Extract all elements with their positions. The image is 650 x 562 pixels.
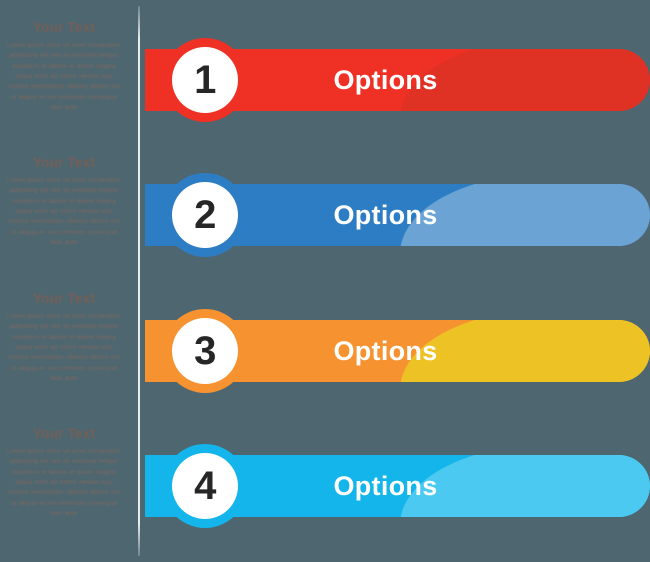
option-badge-1[interactable]: 1: [163, 38, 247, 122]
side-body-4: Lorem ipsum dolor sit amet consectetur a…: [7, 447, 121, 518]
badge-inner-2: 2: [172, 182, 238, 248]
option-row-3[interactable]: Your Text Lorem ipsum dolor sit amet con…: [0, 286, 650, 421]
option-badge-4[interactable]: 4: [163, 444, 247, 528]
option-row-1[interactable]: Your Text Lorem ipsum dolor sit amet con…: [0, 15, 650, 150]
side-title-1: Your Text: [32, 20, 96, 35]
badge-number-4: 4: [194, 464, 216, 508]
side-text-block-1: Your Text Lorem ipsum dolor sit amet con…: [0, 15, 128, 113]
side-text-block-4: Your Text Lorem ipsum dolor sit amet con…: [0, 421, 128, 519]
side-text-block-2: Your Text Lorem ipsum dolor sit amet con…: [0, 150, 128, 248]
badge-number-2: 2: [194, 193, 216, 237]
badge-number-1: 1: [194, 58, 216, 102]
side-body-2: Lorem ipsum dolor sit amet consectetur a…: [7, 176, 121, 247]
option-row-4[interactable]: Your Text Lorem ipsum dolor sit amet con…: [0, 421, 650, 556]
option-badge-3[interactable]: 3: [163, 309, 247, 393]
side-text-block-3: Your Text Lorem ipsum dolor sit amet con…: [0, 286, 128, 384]
badge-inner-1: 1: [172, 47, 238, 113]
side-title-4: Your Text: [32, 426, 96, 441]
side-title-3: Your Text: [32, 291, 96, 306]
option-label-3: Options: [333, 335, 438, 366]
side-title-2: Your Text: [32, 155, 96, 170]
side-body-1: Lorem ipsum dolor sit amet consectetur a…: [7, 41, 121, 112]
option-label-4: Options: [333, 470, 438, 501]
badge-inner-4: 4: [172, 453, 238, 519]
option-badge-2[interactable]: 2: [163, 173, 247, 257]
badge-number-3: 3: [194, 329, 216, 373]
side-body-3: Lorem ipsum dolor sit amet consectetur a…: [7, 312, 121, 383]
badge-inner-3: 3: [172, 318, 238, 384]
option-label-1: Options: [333, 64, 438, 95]
option-label-2: Options: [333, 199, 438, 230]
vertical-divider-line: [138, 6, 140, 556]
option-row-2[interactable]: Your Text Lorem ipsum dolor sit amet con…: [0, 150, 650, 285]
